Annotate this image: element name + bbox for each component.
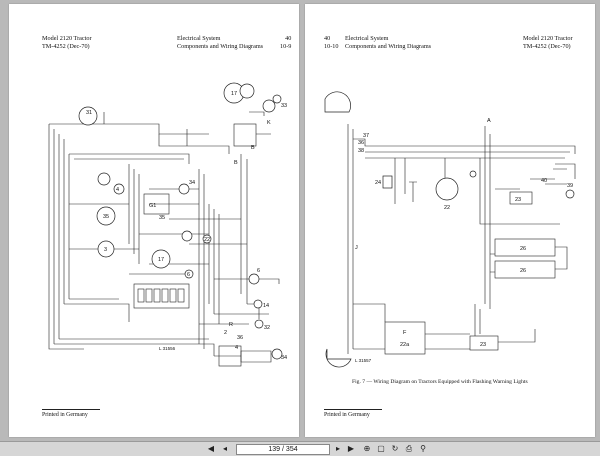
diagram-label: 31: [86, 110, 92, 116]
diagram-label: 24: [375, 180, 381, 186]
diagram-label: 22: [444, 205, 450, 211]
diagram-label: 23: [515, 197, 521, 203]
fit-page-icon[interactable]: ▢: [377, 444, 385, 453]
current-page: 139: [268, 446, 281, 453]
diagram-label: 35: [159, 215, 165, 221]
left-header-page-number: 40 10-9: [280, 35, 292, 50]
footer-divider: [42, 409, 100, 410]
print-icon[interactable]: ⎙: [405, 444, 413, 453]
diagram-label: A: [487, 118, 491, 124]
diagram-label: 17: [158, 257, 164, 263]
diagram-label: 14: [263, 303, 269, 309]
figure-caption: Fig. 7 — Wiring Diagram on Tractors Equi…: [352, 379, 528, 385]
diagram-label: 38: [358, 148, 364, 154]
diagram-label: 3: [104, 247, 107, 253]
diagram-label: 4: [235, 345, 238, 351]
diagram-label: 4: [116, 187, 119, 193]
viewer-toolbar: ◀ ◂ 139 / 354 ▸ ▶ ⊕ ▢ ↻ ⎙ ⚲: [0, 441, 600, 456]
diagram-label: 40: [541, 178, 547, 184]
page-separator: /: [280, 446, 286, 453]
right-header-page-number: 40 10-10: [324, 35, 339, 50]
diagram-label: B: [234, 160, 238, 166]
diagram-label: 34: [281, 355, 287, 361]
diagram-label: 26: [520, 246, 526, 252]
diagram-label: G1: [149, 203, 156, 209]
diagram-label: 23: [480, 342, 486, 348]
diagram-label: 22: [204, 237, 210, 243]
search-icon[interactable]: ⚲: [420, 444, 426, 453]
diagram-label: R: [229, 322, 233, 328]
diagram-label: 17: [231, 91, 237, 97]
diagram-label: 6: [187, 272, 190, 278]
last-page-icon[interactable]: ▶: [347, 444, 355, 453]
diagram-label: 6: [257, 268, 260, 274]
rotate-icon[interactable]: ↻: [391, 444, 399, 453]
right-header-section: Electrical System Components and Wiring …: [345, 35, 432, 50]
diagram-label: 35: [103, 214, 109, 220]
zoom-icon[interactable]: ⊕: [363, 444, 371, 453]
page-indicator[interactable]: 139 / 354: [236, 444, 330, 455]
diagram-label: 32: [264, 325, 270, 331]
diagram-label: 33: [281, 103, 287, 109]
total-pages: 354: [285, 446, 298, 453]
diagram-label: B: [251, 145, 255, 151]
diagram-ref: L 31556: [159, 346, 176, 351]
diagram-label: K: [267, 120, 271, 126]
diagram-label: 2: [224, 330, 227, 336]
prev-page-icon[interactable]: ◂: [222, 444, 227, 453]
next-page-icon[interactable]: ▸: [335, 444, 340, 453]
diagram-label: 36: [237, 335, 243, 341]
diagram-label: 22a: [400, 342, 410, 348]
diagram-label: 26: [520, 268, 526, 274]
diagram-label: F: [403, 330, 407, 336]
left-header-section: Electrical System Components and Wiring …: [177, 35, 264, 50]
diagram-ref: L 31557: [355, 358, 372, 363]
first-page-icon[interactable]: ◀: [207, 444, 215, 453]
diagram-label: 34: [189, 180, 195, 186]
diagram-label: J: [355, 245, 358, 251]
footer-divider: [324, 409, 382, 410]
right-footer: Printed in Germany: [324, 412, 370, 418]
left-page: Model 2120 Tractor TM-4252 (Dec-70) Elec…: [9, 4, 299, 437]
diagram-label: 37: [363, 133, 369, 139]
left-header-model: Model 2120 Tractor TM-4252 (Dec-70): [42, 35, 92, 50]
diagram-label: 36: [358, 140, 364, 146]
left-wiring-diagram: 31 17 33 K B B 35 34 G1 35 3 6 17 22 6 1…: [48, 82, 287, 367]
right-page: 40 10-10 Electrical System Components an…: [305, 4, 595, 437]
right-header-model: Model 2120 Tractor TM-4252 (Dec-70): [523, 35, 573, 50]
diagram-label: 39: [567, 183, 573, 189]
right-wiring-diagram: A 37 36 38 24 22 23 40 39 J 26 26 F 22a …: [324, 91, 576, 368]
left-footer: Printed in Germany: [42, 412, 88, 418]
